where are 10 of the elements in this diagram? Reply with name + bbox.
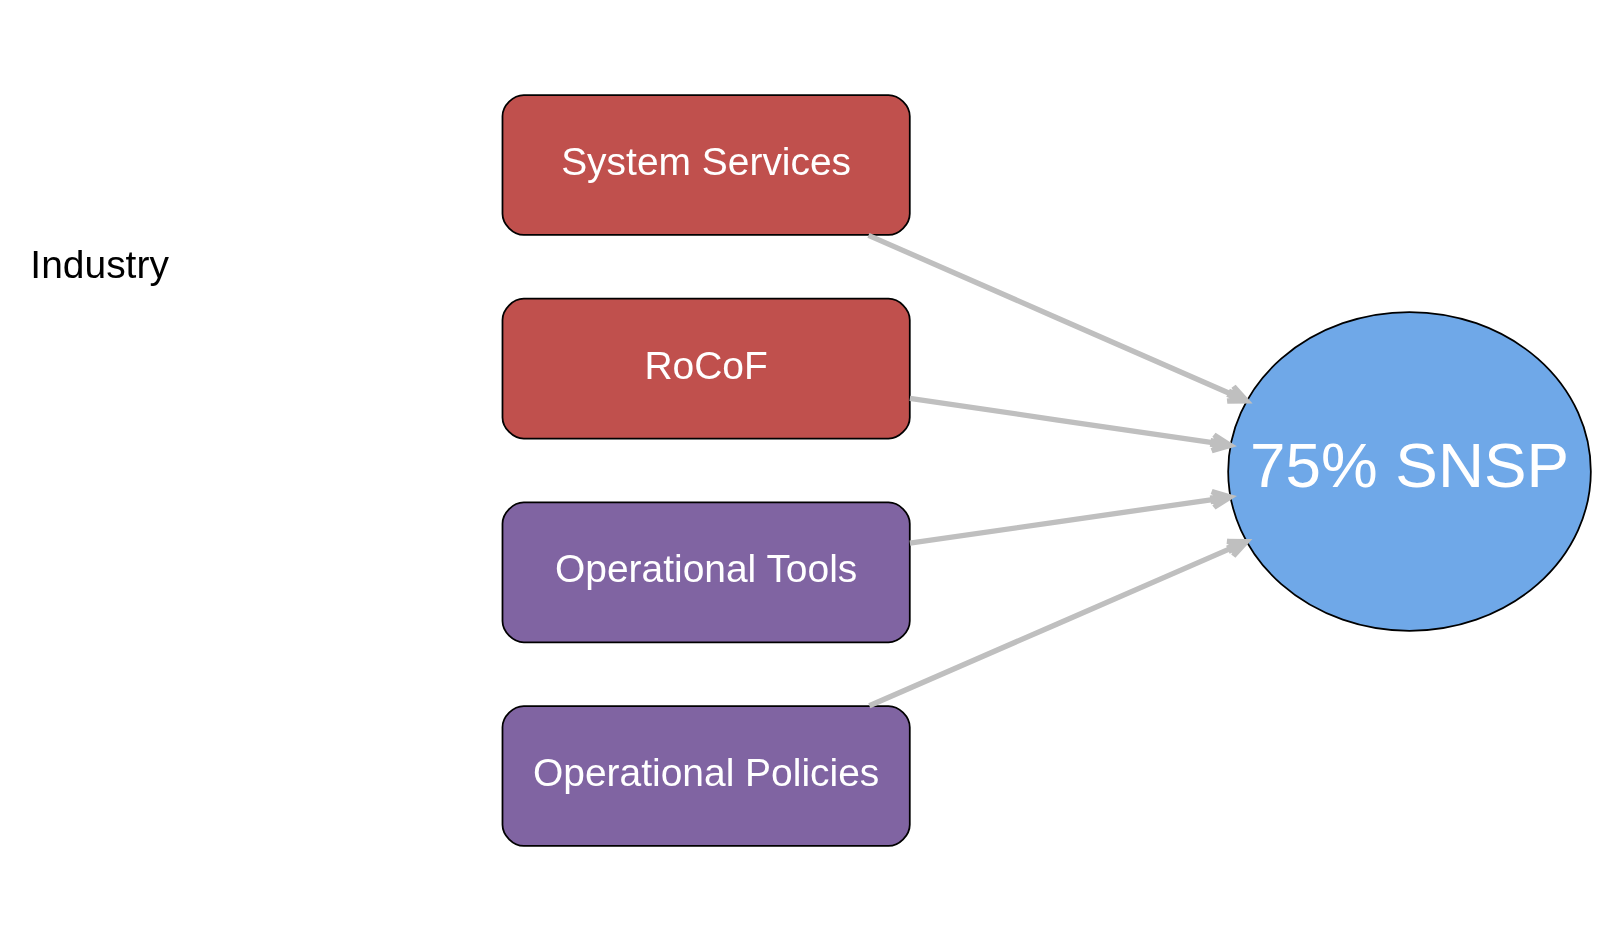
arrow [909,488,1234,546]
node-box: Operational Policies [501,705,911,847]
node-ellipse: 75% SNSP [1227,311,1592,632]
arrow [909,395,1234,454]
node-box: RoCoF [501,297,911,440]
arrow [868,538,1250,709]
arrow [867,232,1250,404]
node-box: System Services [501,94,911,236]
label: Industry [30,242,169,286]
node-box: Operational Tools [501,501,911,644]
